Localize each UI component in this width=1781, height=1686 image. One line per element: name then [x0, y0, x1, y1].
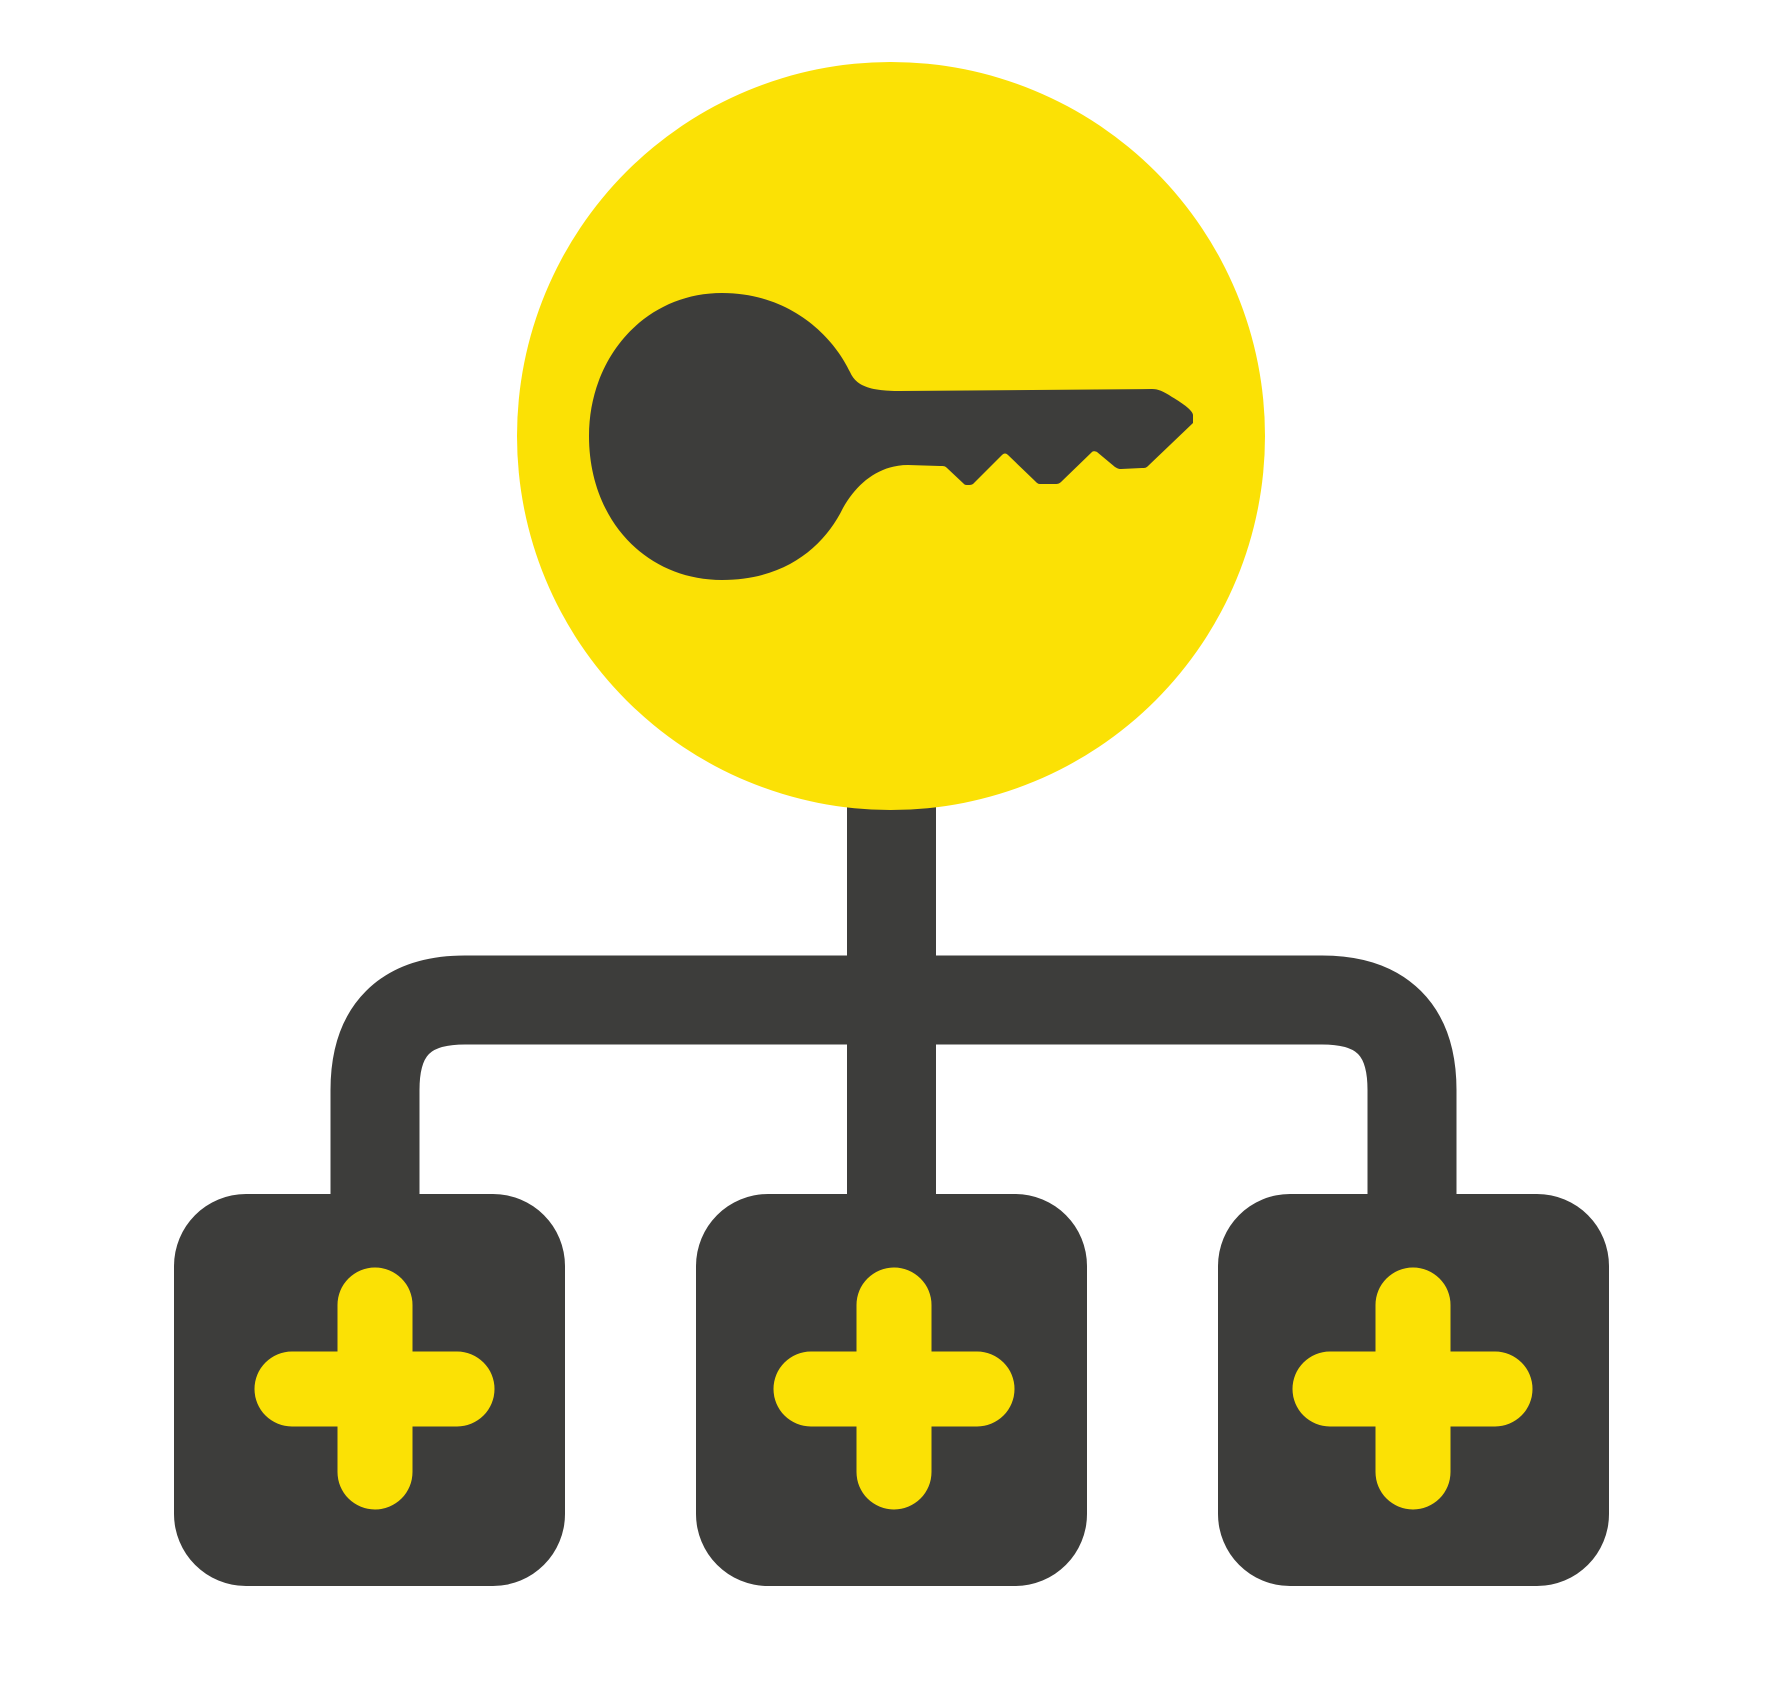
connector-branch [330, 955, 1457, 1195]
key-icon [589, 293, 1193, 580]
child-node-left [174, 1194, 565, 1586]
connector-lines [330, 780, 1457, 1200]
plus-icon [254, 1267, 495, 1510]
child-node-right [1218, 1194, 1609, 1586]
plus-icon [1292, 1267, 1533, 1510]
plus-icon [773, 1267, 1015, 1510]
child-node-center [696, 1194, 1087, 1586]
